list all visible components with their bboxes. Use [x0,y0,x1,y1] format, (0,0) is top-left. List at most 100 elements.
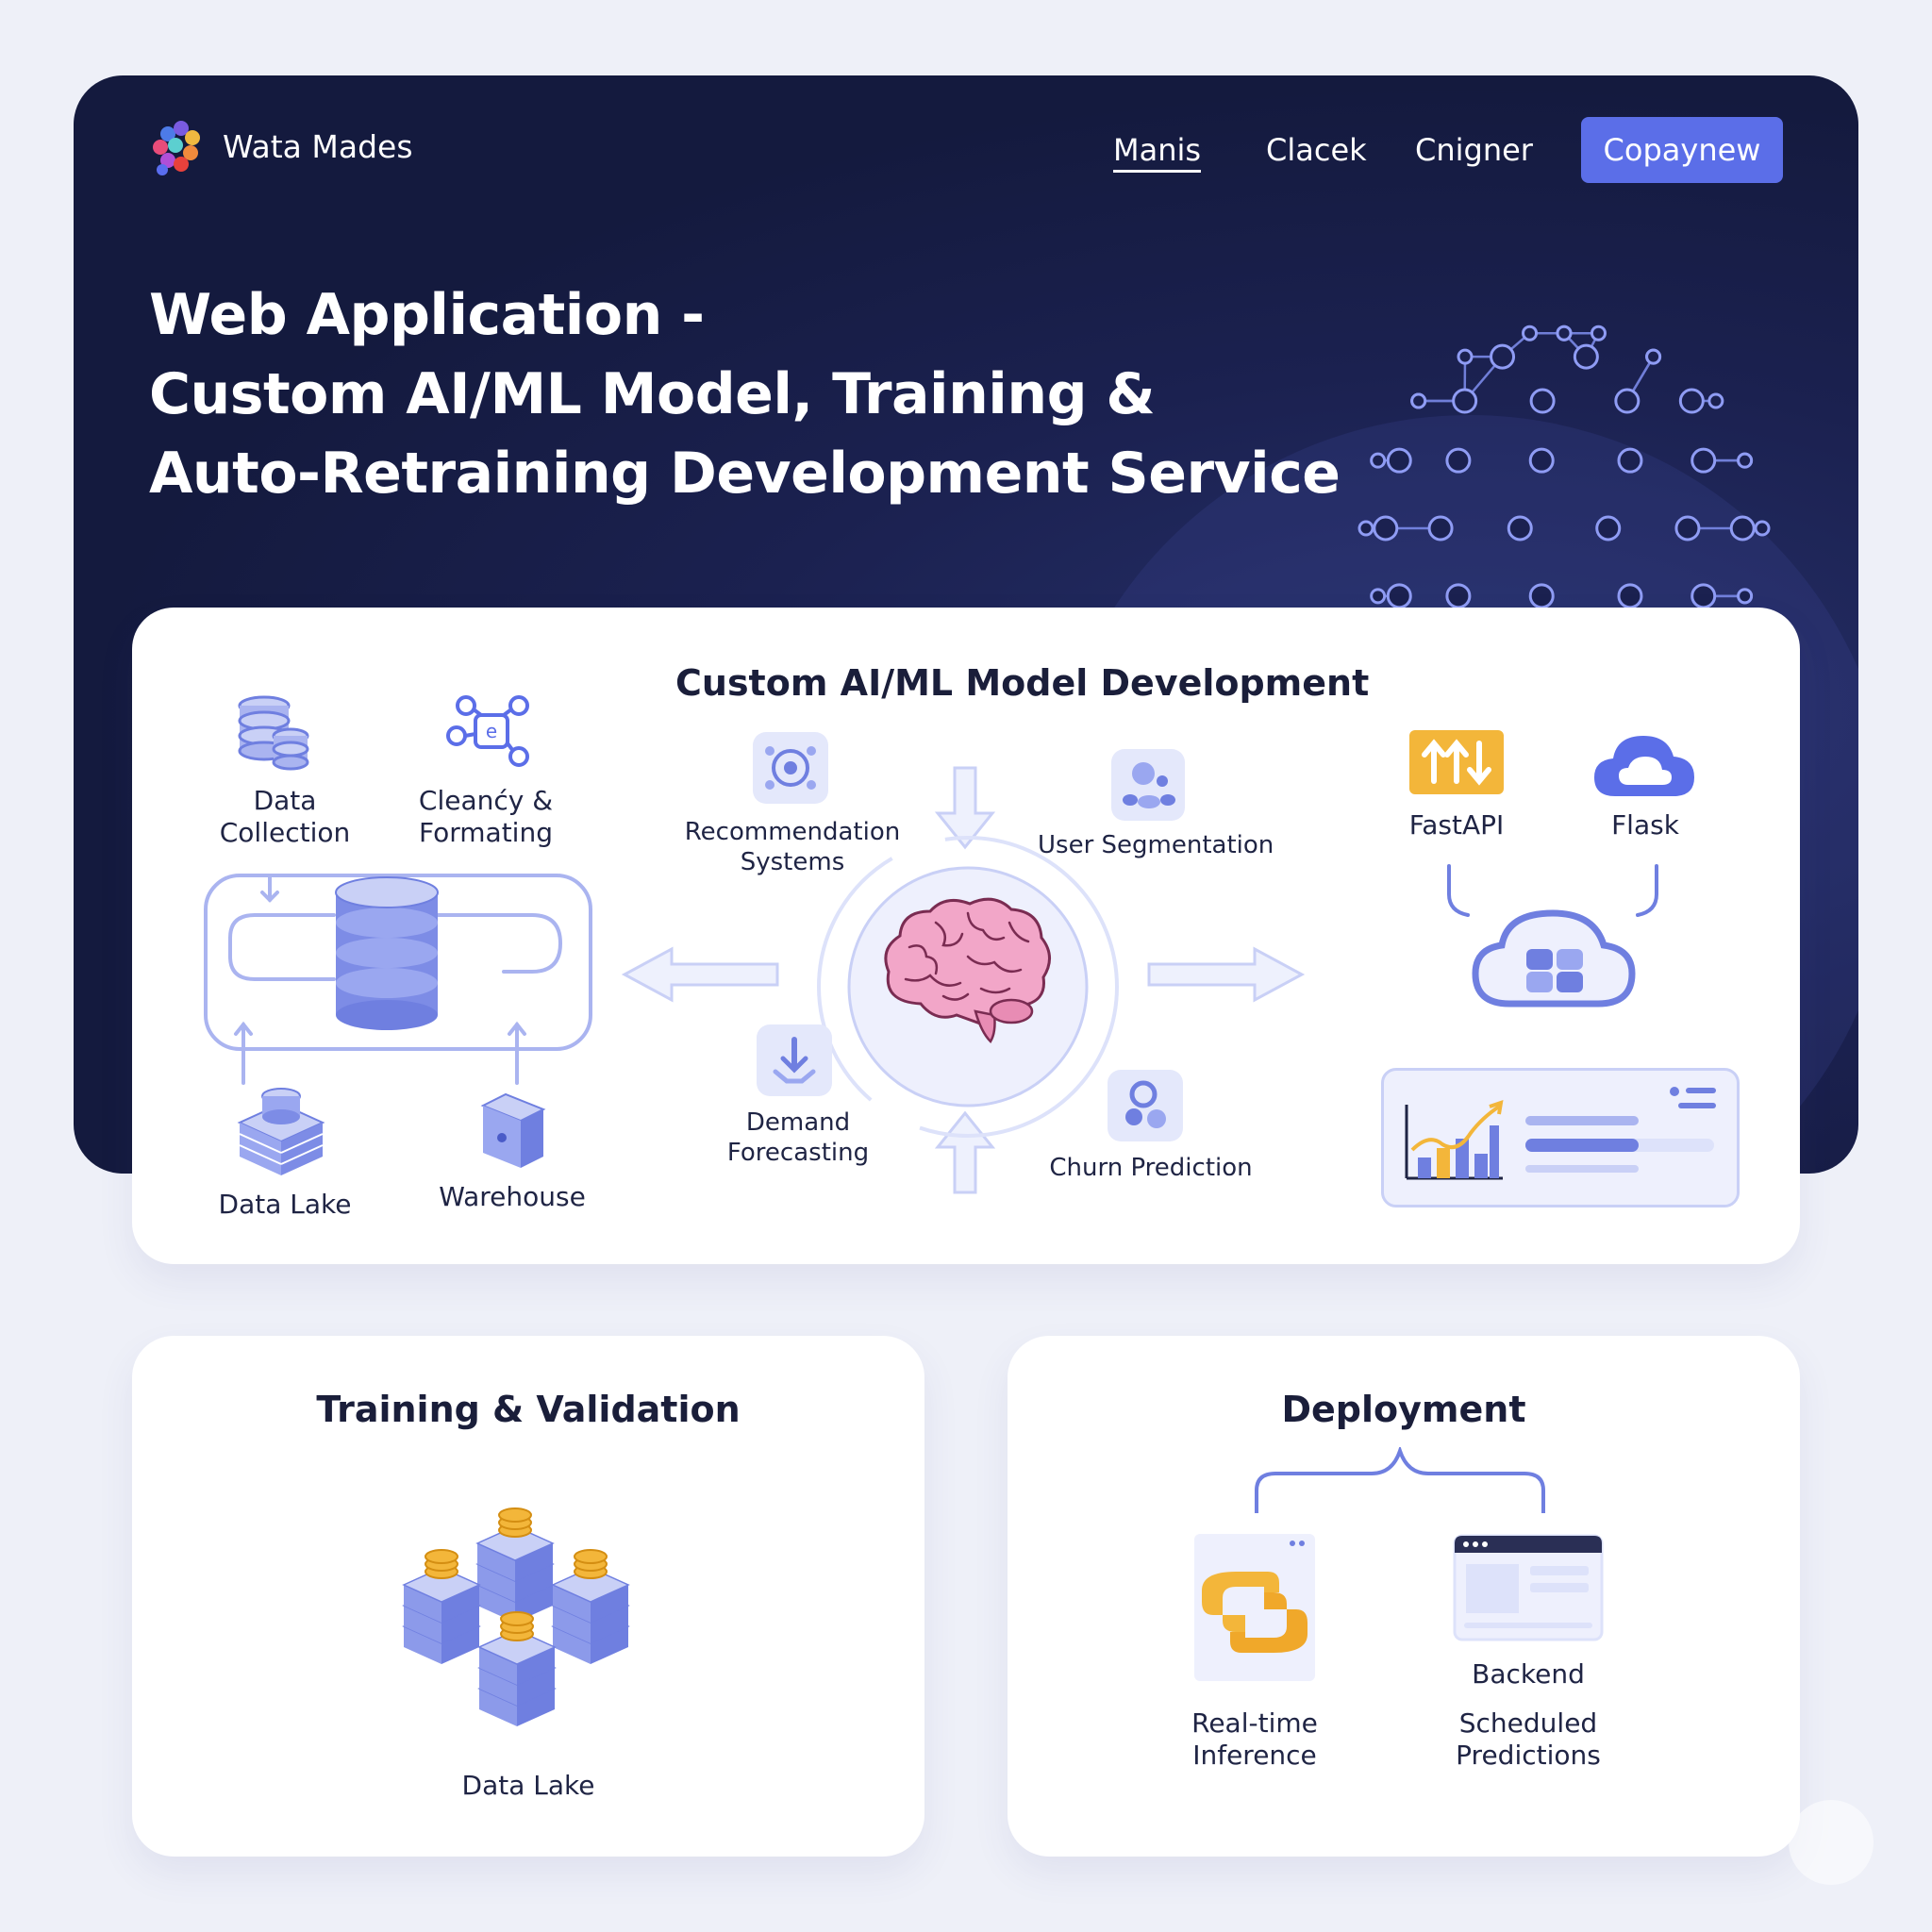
watermark-badge [1789,1800,1874,1885]
recommendation-icon [753,732,828,804]
deployment-title: Deployment [1281,1389,1526,1430]
globe-node [1452,388,1478,414]
label-line: Cleanćy & [418,785,554,816]
warehouse-label: Warehouse [439,1181,586,1212]
data-lake-icon [237,1088,325,1175]
nav-link-cnigner[interactable]: Cnigner [1415,132,1533,168]
globe-node [1529,388,1556,414]
server-stack [475,1507,555,1623]
globe-node [1617,447,1643,474]
model-development-card: Custom AI/ML Model Development Data Coll… [132,608,1800,1264]
server-stack [402,1549,481,1664]
globe-node [1528,583,1555,609]
label-line: Forecasting [726,1139,870,1167]
model-development-title: Custom AI/ML Model Development [675,662,1370,704]
demand-forecasting-label: Demand Forecasting [694,1108,902,1168]
globe-node [1528,447,1555,474]
realtime-inference-label: Real-time Inference [1160,1707,1349,1772]
deployment-card: Deployment Real-time Inference Backend S… [1008,1336,1800,1857]
data-collection-label: Data Collection [219,785,351,849]
globe-node [1522,325,1539,341]
label-line: Real-time [1191,1707,1318,1739]
globe-node [1386,583,1412,609]
globe-node [1357,520,1374,537]
label-line: Inference [1192,1740,1317,1771]
label-line: Systems [740,848,845,876]
globe-node [1614,388,1641,414]
globe-node [1737,588,1754,605]
globe-node [1410,392,1427,409]
hero-title-line: Custom AI/ML Model, Training & [149,361,1156,427]
label-line: Data [253,785,317,816]
label-line: Collection [219,817,351,848]
monitoring-dashboard-panel [1381,1068,1740,1208]
globe-node [1737,452,1754,469]
churn-prediction-label: Churn Prediction [1049,1154,1253,1182]
arrow-up-icon [934,1110,996,1194]
deploy-cloud-icon [1447,864,1658,1008]
globe-node [1729,515,1756,541]
server-stack [551,1549,630,1664]
database-stack-icon [238,695,309,771]
globe-node [1556,325,1573,341]
label-line: Formating [419,817,553,848]
globe-node [1645,348,1662,365]
globe-node [1370,588,1387,605]
label-line: Recommendation [684,818,901,846]
globe-node [1590,325,1607,341]
hero-title: Web Application - Custom AI/ML Model, Tr… [149,275,1341,513]
cta-button[interactable]: Copaynew [1581,117,1783,183]
globe-node [1595,515,1622,541]
globe-node [1674,515,1701,541]
globe-node [1386,447,1412,474]
training-validation-title: Training & Validation [316,1389,741,1430]
analytics-chart-icon [1405,1087,1716,1180]
globe-node [1427,515,1454,541]
label-line: Predictions [1456,1740,1601,1771]
hero-title-line: Auto-Retraining Development Service [149,441,1341,507]
globe-node [1457,348,1474,365]
globe-node [1690,583,1717,609]
globe-node [1445,583,1472,609]
cleaning-formatting-label: Cleanćy & Formating [406,785,566,849]
brand-name[interactable]: Wata Mades [223,128,413,165]
arrow-left-icon [621,946,779,1003]
globe-node [1373,515,1399,541]
globe-node [1445,447,1472,474]
globe-node [1370,452,1387,469]
demand-forecasting-icon [757,1024,832,1096]
nav-link-clacek[interactable]: Clacek [1266,132,1367,168]
globe-node [1490,343,1516,370]
label-line: Scheduled [1458,1707,1598,1739]
fastapi-icon[interactable] [1407,728,1506,796]
training-data-lake-label: Data Lake [461,1770,595,1801]
realtime-inference-icon[interactable] [1194,1534,1315,1681]
brain-icon [884,897,1051,1044]
arrow-right-icon [1147,946,1306,1003]
warehouse-icon [480,1092,546,1168]
globe-node [1678,388,1705,414]
globe-node [1507,515,1533,541]
backend-window-icon[interactable] [1453,1534,1604,1641]
flask-label[interactable]: Flask [1611,809,1679,841]
globe-node [1754,520,1771,537]
data-lake-label: Data Lake [218,1189,352,1220]
cluster-logo-icon [153,121,200,175]
fastapi-label[interactable]: FastAPI [1408,809,1505,841]
training-validation-card: Training & Validation Data Lake [132,1336,924,1857]
scheduled-predictions-label: Scheduled Predictions [1424,1707,1632,1772]
churn-prediction-icon [1108,1070,1183,1141]
svg-text:e: e [486,720,497,742]
globe-node [1707,392,1724,409]
hero-title-line: Web Application - [149,282,705,348]
globe-node [1617,583,1643,609]
cloud-icon[interactable] [1591,728,1698,804]
recommendation-label: Recommendation Systems [679,817,906,877]
nav-link-manis[interactable]: Manis [1113,132,1202,173]
globe-node [1573,343,1599,370]
server-stacks-icon [402,1507,630,1726]
arrow-down-icon [934,766,996,850]
data-pipeline-loop [204,874,592,1085]
cleaning-network-icon: e [446,695,529,767]
deployment-brace [1255,1447,1545,1513]
